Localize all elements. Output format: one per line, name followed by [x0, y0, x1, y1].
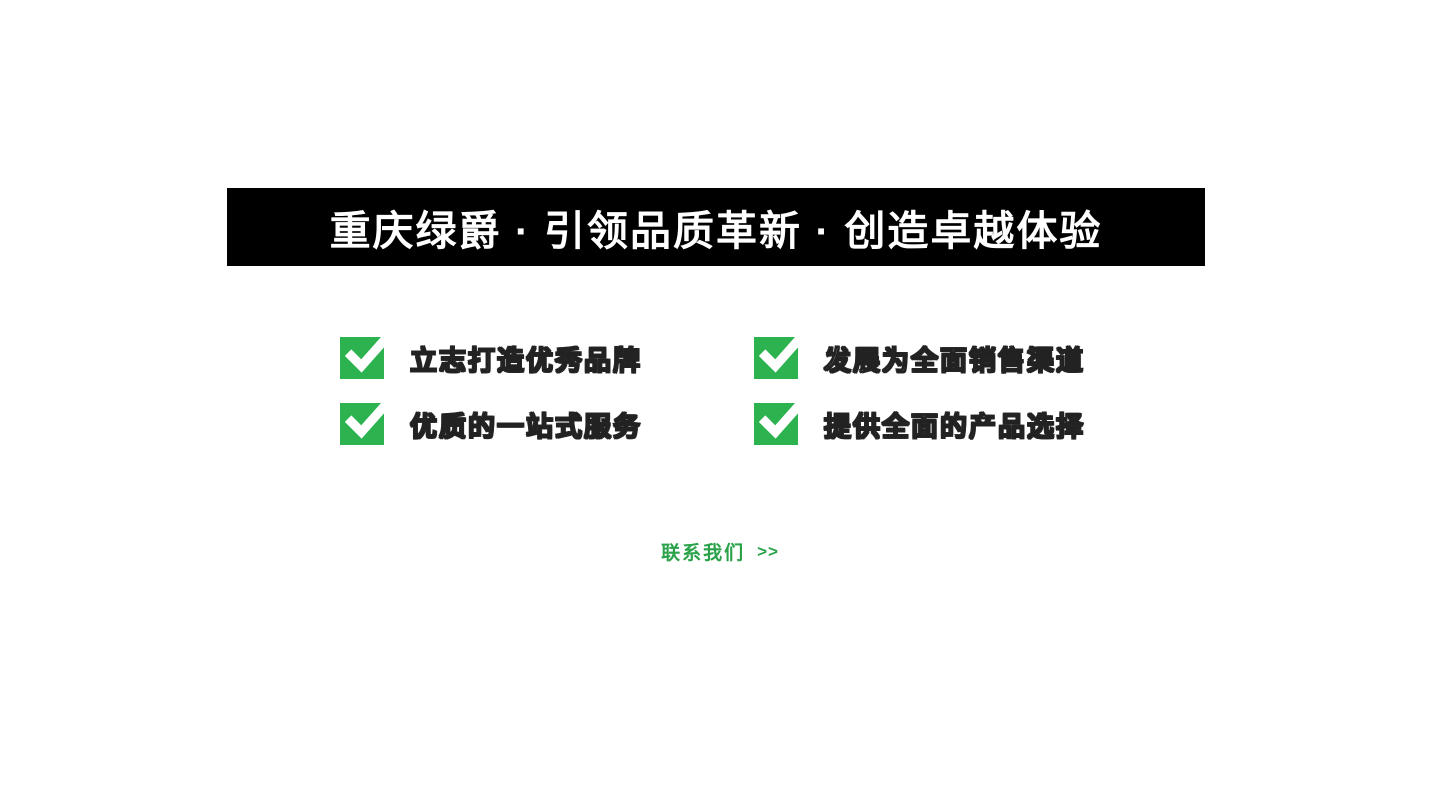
feature-item-product-selection: 提供全面的产品选择	[754, 401, 1085, 446]
contact-us-link[interactable]: 联系我们 >>	[661, 538, 779, 565]
checkmark-icon	[754, 335, 802, 379]
checkmark-icon	[340, 335, 388, 379]
page-title: 重庆绿爵 · 引领品质革新 · 创造卓越体验	[329, 208, 1103, 254]
checkmark-icon	[754, 401, 802, 445]
feature-label: 提供全面的产品选择	[823, 411, 1085, 442]
double-chevron-right-icon: >>	[757, 541, 779, 561]
feature-item-sales-channel: 发展为全面销售渠道	[754, 335, 1085, 380]
checkmark-icon	[340, 401, 388, 445]
feature-label: 发展为全面销售渠道	[823, 345, 1085, 376]
contact-us-label: 联系我们	[661, 543, 746, 564]
headline-banner: 重庆绿爵 · 引领品质革新 · 创造卓越体验	[227, 188, 1205, 266]
feature-label: 优质的一站式服务	[409, 411, 642, 442]
feature-label: 立志打造优秀品牌	[409, 345, 642, 376]
feature-item-one-stop-service: 优质的一站式服务	[340, 401, 642, 446]
feature-item-brand: 立志打造优秀品牌	[340, 335, 642, 380]
